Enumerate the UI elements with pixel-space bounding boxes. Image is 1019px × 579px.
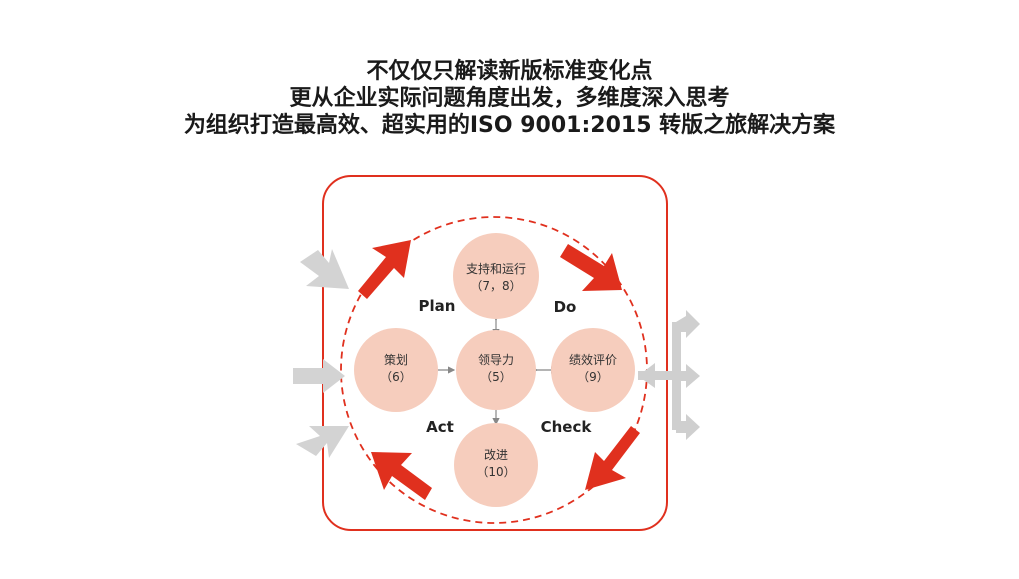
- node-planning-clause: （6）: [380, 370, 412, 384]
- node-leadership-clause: （5）: [480, 370, 512, 384]
- phase-check-label: Check: [541, 418, 593, 436]
- node-support-operation: 支持和运行 （7，8）: [453, 233, 539, 319]
- headline-line-1: 不仅仅只解读新版标准变化点: [366, 59, 653, 84]
- output-arrow-bottom: [676, 414, 700, 440]
- node-improvement-clause: （10）: [476, 465, 515, 479]
- cycle-arrows: [358, 240, 640, 500]
- node-improvement-label: 改进: [484, 448, 508, 462]
- output-arrows: [638, 310, 700, 440]
- headline-line-3: 为组织打造最高效、超实用的ISO 9001:2015 转版之旅解决方案: [183, 113, 836, 138]
- node-leadership-label: 领导力: [478, 353, 514, 367]
- input-arrow-top: [300, 249, 349, 289]
- output-arrow-inner-head: [638, 363, 655, 388]
- cycle-arrow-top-left: [358, 240, 411, 299]
- input-arrow-bottom: [296, 426, 349, 458]
- output-arrow-top: [676, 310, 700, 338]
- cycle-arrow-top-right: [560, 244, 622, 291]
- output-arrow-middle: [676, 364, 700, 388]
- cycle-arrow-bottom-right: [585, 426, 640, 490]
- phase-plan-label: Plan: [419, 297, 456, 315]
- input-arrows: [293, 249, 349, 458]
- node-planning: 策划 （6）: [354, 328, 438, 412]
- cycle-arrow-bottom-left: [371, 452, 432, 500]
- node-improvement: 改进 （10）: [454, 423, 538, 507]
- node-planning-label: 策划: [384, 353, 408, 367]
- phase-act-label: Act: [426, 418, 454, 436]
- node-performance-evaluation: 绩效评价 （9）: [551, 328, 635, 412]
- node-support-label: 支持和运行: [466, 261, 526, 276]
- input-arrow-middle: [293, 359, 345, 393]
- node-leadership: 领导力 （5）: [456, 330, 536, 410]
- node-performance-label: 绩效评价: [569, 352, 617, 367]
- headline-line-2: 更从企业实际问题角度出发，多维度深入思考: [289, 86, 730, 111]
- headline: 不仅仅只解读新版标准变化点 更从企业实际问题角度出发，多维度深入思考 为组织打造…: [0, 58, 1019, 139]
- phase-do-label: Do: [554, 298, 577, 316]
- node-performance-clause: （9）: [577, 370, 609, 384]
- node-support-clause: （7，8）: [470, 279, 521, 293]
